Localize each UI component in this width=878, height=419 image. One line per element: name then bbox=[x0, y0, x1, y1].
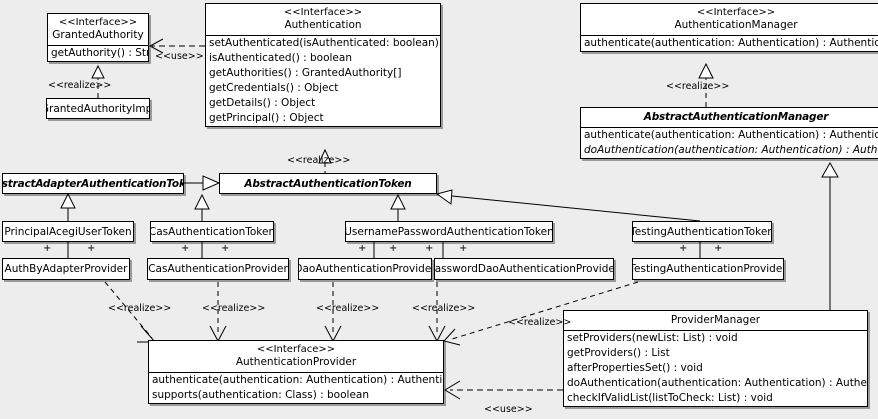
operations-compartment: authenticate(authentication: Authenticat… bbox=[581, 127, 878, 158]
class-auth-by-adapter-provider[interactable]: AuthByAdapterProvider bbox=[2, 258, 130, 280]
operation: setProviders(newList: List) : void bbox=[567, 332, 738, 344]
operation: doAuthentication(authentication: Authent… bbox=[567, 377, 867, 389]
edge-label-realize-dao-authentication-provider: <<realize>> bbox=[316, 303, 380, 314]
class-name: AbstractAuthenticationToken bbox=[244, 177, 412, 190]
operation: authenticate(authentication: Authenticat… bbox=[584, 37, 878, 49]
edge-label-realize-password-dao-authentication-provider: <<realize>> bbox=[412, 303, 476, 314]
edge-label-realize-cas-authentication-provider: <<realize>> bbox=[202, 303, 266, 314]
class-name: CasAuthenticationToken bbox=[150, 225, 274, 238]
class-cas-authentication-provider[interactable]: CasAuthenticationProvider bbox=[147, 258, 289, 280]
class-authentication-manager[interactable]: <<Interface>> AuthenticationManager auth… bbox=[580, 3, 878, 52]
class-name: TestingAuthenticationToken bbox=[632, 225, 772, 238]
operation: isAuthenticated() : boolean bbox=[209, 52, 352, 64]
stereotype-label: <<Interface>> bbox=[696, 7, 776, 18]
class-name: PasswordDaoAuthenticationProvider bbox=[434, 263, 614, 275]
operation: getPrincipal() : Object bbox=[209, 112, 324, 124]
class-password-dao-authentication-provider[interactable]: PasswordDaoAuthenticationProvider bbox=[434, 258, 614, 280]
association-mark-plus: + bbox=[43, 243, 52, 254]
edge-label-realize-authentication-manager: <<realize>> bbox=[666, 81, 730, 92]
class-granted-authority-impl[interactable]: GrantedAuthorityImpl bbox=[46, 98, 150, 119]
association-mark-plus: + bbox=[358, 243, 367, 254]
operation: getDetails() : Object bbox=[209, 97, 316, 109]
association-mark-plus: + bbox=[389, 243, 398, 254]
class-abstract-adapter-authentication-token[interactable]: AbstractAdapterAuthenticationToken bbox=[2, 173, 184, 194]
class-granted-authority[interactable]: <<Interface>> GrantedAuthority getAuthor… bbox=[47, 13, 149, 62]
operations-compartment: setAuthenticated(isAuthenticated: boolea… bbox=[206, 35, 440, 126]
class-name: AbstractAuthenticationManager bbox=[643, 111, 829, 123]
class-header: <<Interface>> GrantedAuthority bbox=[48, 14, 148, 45]
operations-compartment: setProviders(newList: List) : void getPr… bbox=[564, 330, 867, 406]
stereotype-label: <<Interface>> bbox=[283, 7, 363, 18]
class-cas-authentication-token[interactable]: CasAuthenticationToken bbox=[150, 221, 274, 242]
class-authentication[interactable]: <<Interface>> Authentication setAuthenti… bbox=[205, 3, 441, 127]
stereotype-label: <<Interface>> bbox=[256, 344, 336, 355]
operation: getCredentials() : Object bbox=[209, 82, 339, 94]
association-mark-plus: + bbox=[679, 243, 688, 254]
class-header: AbstractAuthenticationManager bbox=[581, 108, 878, 127]
operations-compartment: authenticate(authentication: Authenticat… bbox=[581, 35, 878, 51]
stereotype-label: <<Interface>> bbox=[58, 17, 138, 28]
association-mark-plus: + bbox=[181, 243, 190, 254]
edge-label-use-provider-manager: <<use>> bbox=[484, 404, 533, 415]
class-authentication-provider[interactable]: <<Interface>> AuthenticationProvider aut… bbox=[148, 340, 444, 404]
class-name: GrantedAuthority bbox=[52, 29, 144, 41]
class-name: CasAuthenticationProvider bbox=[148, 263, 288, 275]
class-header: <<Interface>> Authentication bbox=[206, 4, 440, 35]
association-mark-plus: + bbox=[221, 243, 230, 254]
edge-label-realize-granted-authority-impl: <<realize>> bbox=[48, 80, 112, 91]
operation: authenticate(authentication: Authenticat… bbox=[152, 374, 444, 386]
class-name: GrantedAuthorityImpl bbox=[46, 102, 150, 115]
class-abstract-authentication-token[interactable]: AbstractAuthenticationToken bbox=[219, 173, 437, 194]
class-name: PrincipalAcegiUserToken bbox=[4, 225, 132, 238]
operation: getAuthority() : String bbox=[51, 47, 149, 59]
class-name: DaoAuthenticationProvider bbox=[298, 263, 432, 275]
edge-label-use-granted-authority: <<use>> bbox=[155, 51, 204, 62]
class-header: <<Interface>> AuthenticationProvider bbox=[149, 341, 443, 372]
class-name: AuthByAdapterProvider bbox=[4, 263, 128, 275]
class-testing-authentication-provider[interactable]: TestingAuthenticationProvider bbox=[632, 258, 784, 280]
association-mark-plus: + bbox=[425, 243, 434, 254]
class-name: Authentication bbox=[284, 19, 362, 31]
operation: getAuthorities() : GrantedAuthority[] bbox=[209, 67, 402, 79]
operation: getProviders() : List bbox=[567, 347, 670, 359]
association-mark-plus: + bbox=[714, 243, 723, 254]
class-name: AbstractAdapterAuthenticationToken bbox=[2, 177, 183, 190]
class-name: TestingAuthenticationProvider bbox=[632, 263, 784, 275]
class-provider-manager[interactable]: ProviderManager setProviders(newList: Li… bbox=[563, 310, 868, 407]
operations-compartment: getAuthority() : String bbox=[48, 45, 148, 61]
association-mark-plus: + bbox=[459, 243, 468, 254]
class-header: ProviderManager bbox=[564, 311, 867, 330]
operation: afterPropertiesSet() : void bbox=[567, 362, 703, 374]
operation: checkIfValidList(listToCheck: List) : vo… bbox=[567, 392, 773, 404]
class-name: ProviderManager bbox=[670, 314, 761, 326]
edge-label-realize-testing-authentication-provider: <<realize>> bbox=[508, 317, 572, 328]
operation: authenticate(authentication: Authenticat… bbox=[584, 129, 878, 141]
operation: supports(authentication: Class) : boolea… bbox=[152, 389, 369, 401]
class-principal-acegi-user-token[interactable]: PrincipalAcegiUserToken bbox=[2, 221, 134, 242]
class-abstract-authentication-manager[interactable]: AbstractAuthenticationManager authentica… bbox=[580, 107, 878, 159]
class-header: <<Interface>> AuthenticationManager bbox=[581, 4, 878, 35]
class-name: AuthenticationProvider bbox=[235, 356, 357, 368]
class-testing-authentication-token[interactable]: TestingAuthenticationToken bbox=[632, 221, 772, 242]
edge-label-realize-abstract-authentication-token: <<realize>> bbox=[287, 155, 351, 166]
class-name: AuthenticationManager bbox=[674, 19, 798, 31]
edge-label-realize-auth-by-adapter-provider: <<realize>> bbox=[108, 303, 172, 314]
association-mark-plus: + bbox=[87, 243, 96, 254]
class-username-password-authentication-token[interactable]: UsernamePasswordAuthenticationToken bbox=[345, 221, 553, 242]
operations-compartment: authenticate(authentication: Authenticat… bbox=[149, 372, 443, 403]
operation: doAuthentication(authentication: Authent… bbox=[584, 144, 878, 156]
class-name: UsernamePasswordAuthenticationToken bbox=[345, 225, 553, 238]
class-dao-authentication-provider[interactable]: DaoAuthenticationProvider bbox=[298, 258, 432, 280]
operation: setAuthenticated(isAuthenticated: boolea… bbox=[209, 37, 440, 49]
